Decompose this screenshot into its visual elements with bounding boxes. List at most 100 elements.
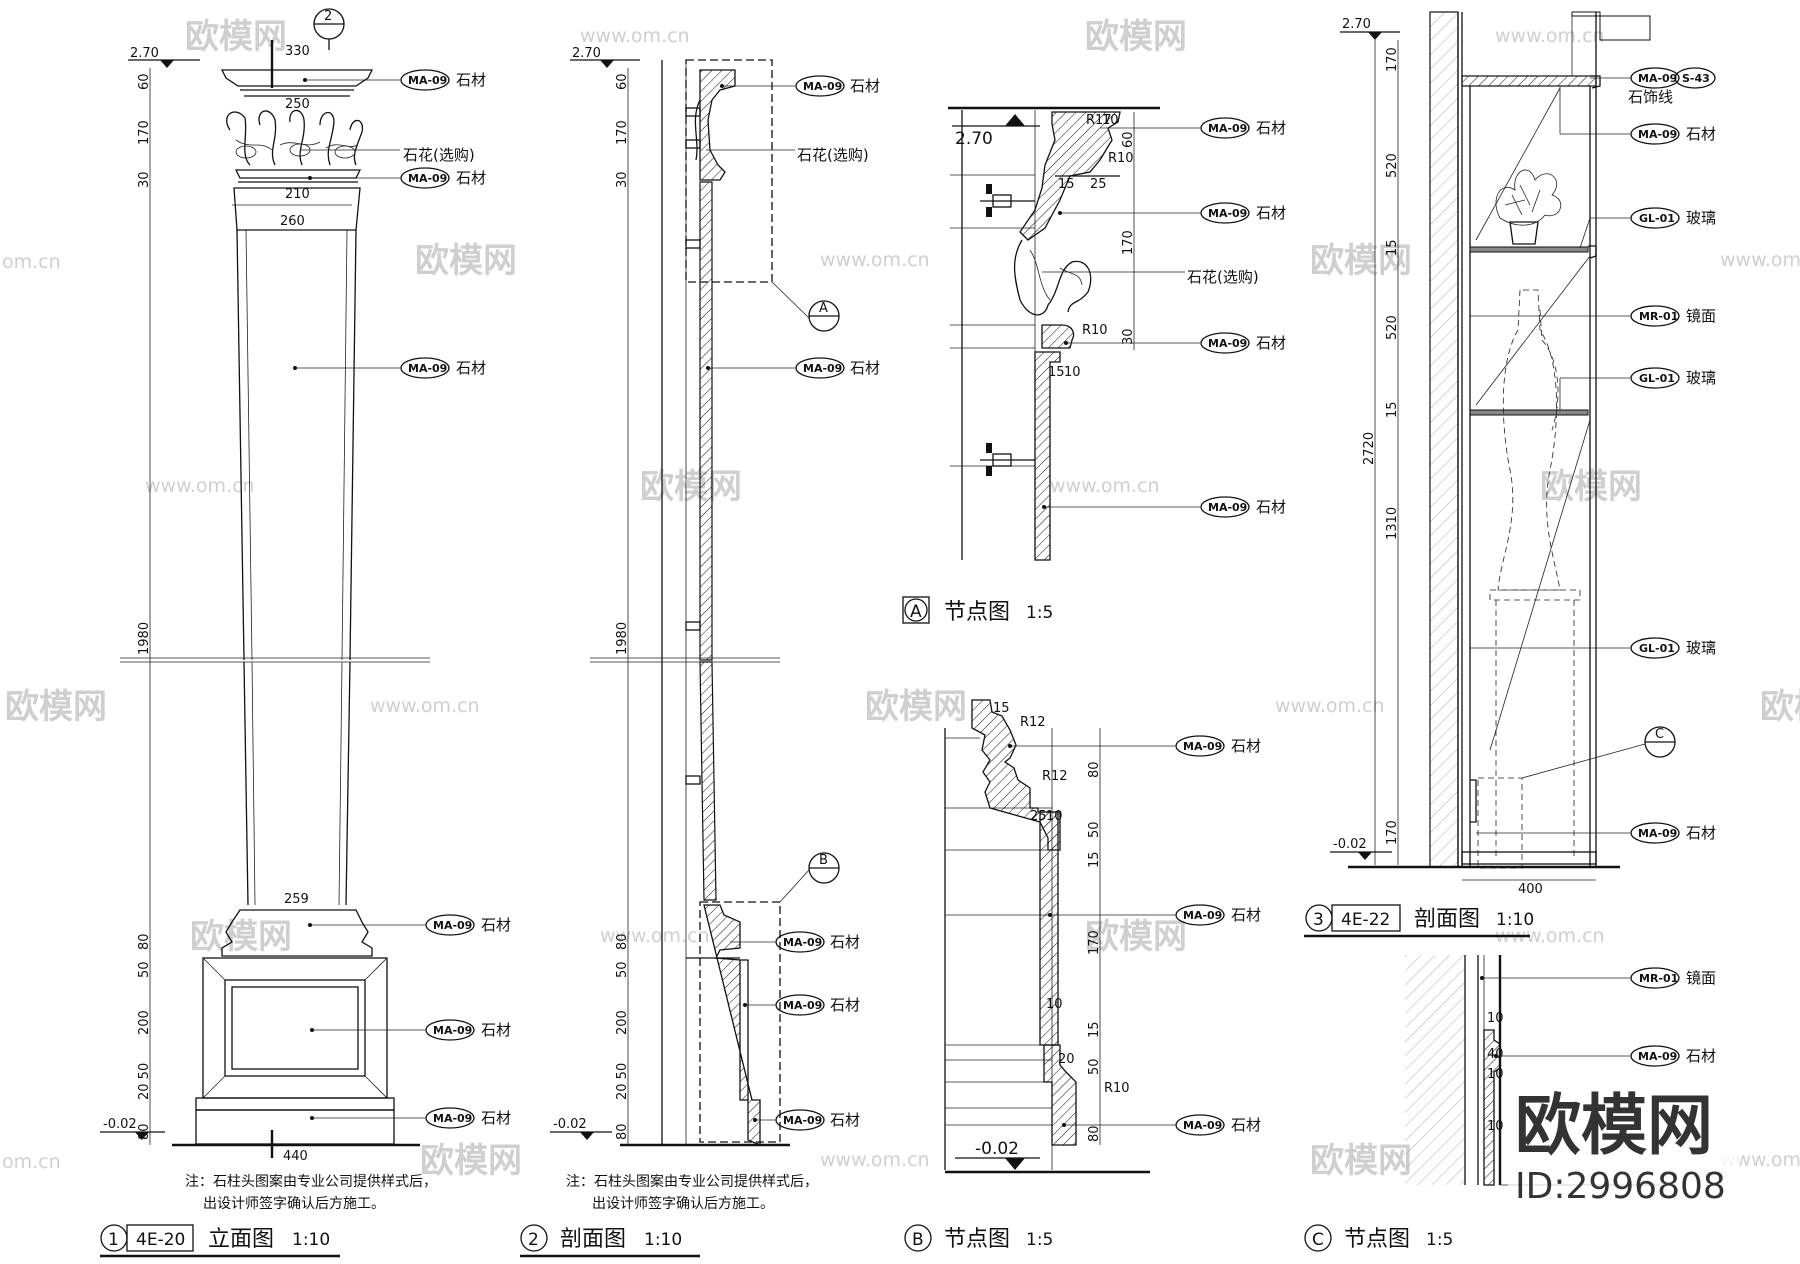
tag-ma09: MA-09 — [408, 74, 447, 87]
tag-ma09: MA-09 — [433, 919, 472, 932]
dim-e1-2050: 20 50 — [137, 1063, 152, 1100]
watermark-url: www.om.cn — [1495, 25, 1605, 47]
level-bottom-label-B: -0.02 — [975, 1139, 1019, 1159]
dim-s2-1980: 1980 — [615, 622, 630, 655]
title-num-A: A — [910, 602, 922, 622]
dim-s2-80b: 80 — [615, 1123, 630, 1140]
tag-ma09: MA-09 — [1638, 827, 1677, 840]
section-base-profile — [703, 904, 761, 1146]
title-scale-3: 1:10 — [1496, 910, 1534, 930]
title-scale-B: 1:5 — [1026, 1230, 1053, 1250]
tag-ma09: MA-09 — [783, 1114, 822, 1127]
material-leaders-s3: MA-09 S-43 石饰线 MA-09 石材 GL-01 玻璃 MR-01 镜… — [1470, 67, 1716, 844]
dim-e1-1980: 1980 — [137, 622, 152, 655]
level-marker-top-A — [1005, 114, 1025, 126]
dim-B-R12b: R12 — [1042, 769, 1068, 784]
dim-s3-2720: 2720 — [1362, 432, 1377, 465]
title-num-3: 3 — [1313, 910, 1324, 930]
dim-e1-210: 210 — [285, 187, 310, 202]
dim-A-15: 15 — [1058, 177, 1075, 192]
brand-watermark-large: 欧模网 ID:2996808 — [1508, 1075, 1740, 1207]
anchor-brackets-s2 — [685, 107, 701, 785]
material-leaders-e1: MA-09 石材 石花(选购) MA-09 石材 MA-09 石材 MA-09 … — [293, 69, 511, 1129]
level-marker-bottom-B — [1005, 1158, 1025, 1170]
dim-A-10: 10 — [1102, 113, 1119, 128]
dim-A-60: 60 — [1121, 131, 1136, 148]
title-scale-A: 1:5 — [1026, 603, 1053, 623]
title-scale-C: 1:5 — [1426, 1230, 1453, 1250]
dim-B-80b: 80 — [1087, 1125, 1102, 1142]
tag-mr01: MR-01 — [1639, 310, 1678, 323]
title-block-A: A 节点图 1:5 — [902, 596, 1053, 625]
tag-ma09: MA-09 — [1638, 1050, 1677, 1063]
title-block-B: B 节点图 1:5 — [904, 1224, 1053, 1252]
title-num-2: 2 — [528, 1230, 539, 1250]
material-leaders-A: MA-09 石材 MA-09 石材 石花(选购) MA-09 石材 MA-09 … — [1042, 117, 1286, 518]
mat-moulding: 石饰线 — [1628, 88, 1673, 106]
dim-B-R12a: R12 — [1020, 715, 1046, 730]
watermark-brand: 欧模网 — [1540, 467, 1642, 507]
detail-A-anchors — [980, 184, 1035, 476]
level-bottom-label-3: -0.02 — [1333, 837, 1367, 852]
callout-B-label: B — [819, 853, 828, 868]
note-line-1: 注：石柱头图案由专业公司提供样式后， — [566, 1173, 818, 1190]
dim-C-10b: 10 — [1487, 1067, 1504, 1082]
level-marker-top-3 — [1368, 32, 1382, 40]
title-scale-1: 1:10 — [292, 1230, 330, 1250]
dim-e1-60: 60 — [137, 73, 152, 90]
callout-A-label: A — [819, 301, 828, 316]
watermark-brand: 欧模网 — [865, 687, 967, 727]
level-top-label-2: 2.70 — [572, 46, 601, 61]
tag-ma09: MA-09 — [1208, 122, 1247, 135]
mat-stone: 石材 — [456, 359, 486, 377]
dim-B-50b: 50 — [1087, 1058, 1102, 1075]
title-block-3: 3 4E-22 剖面图 1:10 — [1304, 904, 1534, 938]
mat-carving: 石花(选购) — [1187, 268, 1259, 286]
tag-ma09: MA-09 — [783, 999, 822, 1012]
tag-ma09: MA-09 — [1208, 501, 1247, 514]
tag-ma09: MA-09 — [1183, 1119, 1222, 1132]
tag-ma09: MA-09 — [783, 936, 822, 949]
drawing-A-detail: 2.70 R17 R10 60 10 15 — [902, 106, 1286, 625]
mat-glass: 玻璃 — [1686, 369, 1716, 387]
drawing-1-elevation: 2 2.70 60 170 30 1980 80 50 200 20 50 80… — [100, 8, 511, 1258]
mat-stone: 石材 — [456, 169, 486, 187]
material-leaders-s2: MA-09 石材 石花(选购) MA-09 石材 MA-09 石材 MA-09 … — [706, 75, 880, 1131]
watermark-url: www.om.cn — [1720, 249, 1800, 271]
mat-stone: 石材 — [830, 996, 860, 1014]
mat-carving: 石花(选购) — [403, 146, 475, 164]
level-marker-bottom-3 — [1358, 852, 1372, 860]
drawing-3-niche-section: 2.70 — [1304, 11, 1716, 938]
tag-s43: S-43 — [1682, 72, 1710, 85]
mat-stone: 石材 — [481, 916, 511, 934]
detail-C-wall-hatch — [1405, 955, 1465, 1185]
watermark-url: www.om.cn — [600, 925, 710, 947]
title-num-1: 1 — [108, 1230, 119, 1250]
glass-shelf-2 — [1469, 409, 1589, 416]
tag-ma09: MA-09 — [408, 172, 447, 185]
tag-ma09: MA-09 — [433, 1112, 472, 1125]
title-block-2: 2 剖面图 1:10 — [520, 1224, 700, 1258]
mat-stone: 石材 — [1256, 498, 1286, 516]
watermark-url: www.om.cn — [580, 25, 690, 47]
level-top-label-A: 2.70 — [955, 129, 993, 149]
flower-arrangement — [1495, 169, 1562, 245]
watermark-brand: 欧模网 — [1310, 241, 1412, 281]
dim-s3-170: 170 — [1385, 47, 1400, 72]
dim-s2-30: 30 — [615, 171, 630, 188]
watermark-url: www.om.cn — [820, 249, 930, 271]
dim-B-15: 15 — [993, 701, 1010, 716]
watermark-url: www.om.cn — [820, 1149, 930, 1171]
column-base-moulding — [221, 909, 373, 957]
dim-s3-400: 400 — [1518, 882, 1543, 897]
section-capital-profile — [699, 69, 736, 181]
title-sheet-3: 4E-22 — [1341, 910, 1390, 930]
dim-s2-2050: 20 50 — [615, 1063, 630, 1100]
dim-e1-330: 330 — [285, 44, 310, 59]
dim-A-1510: 15 — [1048, 365, 1065, 380]
tag-ma09: MA-09 — [1638, 128, 1677, 141]
dim-B-20: 20 — [1058, 1052, 1075, 1067]
mat-stone: 石材 — [830, 1111, 860, 1129]
watermark-brand: 欧模网 — [1760, 687, 1800, 727]
